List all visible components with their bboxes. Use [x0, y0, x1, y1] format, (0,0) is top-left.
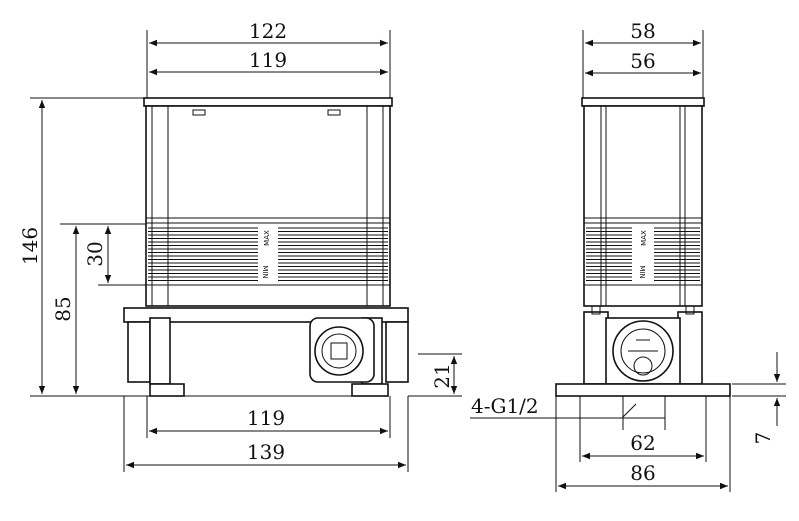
- dim-label-58: 58: [630, 19, 655, 43]
- side-base-thickness-dimension: 7: [732, 352, 786, 444]
- dim-label-7: 7: [751, 432, 775, 445]
- dim-label-122: 122: [249, 19, 287, 43]
- front-min-label: MIN: [261, 265, 269, 278]
- dim-label-56: 56: [630, 49, 655, 73]
- side-box-body: MAX MIN: [581, 97, 705, 307]
- dim-label-139: 139: [247, 440, 285, 464]
- thread-callout: 4-G1/2: [470, 394, 637, 419]
- side-max-label: MAX: [640, 230, 648, 246]
- dim-label-21: 21: [430, 363, 454, 388]
- front-ribs-right: [278, 227, 388, 281]
- front-height-dimensions: 146 85 30: [18, 97, 150, 397]
- dim-label-146: 146: [18, 227, 42, 265]
- dim-label-86: 86: [630, 461, 655, 485]
- dim-label-85: 85: [51, 296, 75, 321]
- front-lower-housing: [123, 307, 409, 397]
- front-outlet-height-dimension: 21: [408, 353, 462, 397]
- front-view: 122 119 MAX MIN: [18, 19, 462, 472]
- side-ribs-left: [586, 227, 632, 281]
- side-base-plate: [555, 383, 731, 397]
- side-min-label: MIN: [638, 265, 646, 278]
- side-lower-housing: [555, 305, 731, 397]
- side-bottom-dimensions: 62 86: [555, 396, 731, 492]
- dim-label-62: 62: [630, 431, 655, 455]
- thread-callout-label: 4-G1/2: [471, 394, 539, 418]
- dim-label-119-bottom: 119: [247, 406, 285, 430]
- front-bottom-dimensions: 119 139: [123, 396, 409, 472]
- front-top-dimensions: 122 119: [146, 19, 391, 100]
- side-view: 58 56 MAX MIN: [470, 19, 786, 492]
- dim-label-119-top: 119: [249, 48, 287, 72]
- dim-label-30: 30: [83, 241, 107, 266]
- side-top-dimensions: 58 56: [582, 19, 704, 100]
- front-box-body: MAX MIN: [143, 97, 393, 307]
- front-max-label: MAX: [263, 230, 271, 246]
- front-ribs-left: [148, 227, 258, 281]
- side-ribs-right: [654, 227, 700, 281]
